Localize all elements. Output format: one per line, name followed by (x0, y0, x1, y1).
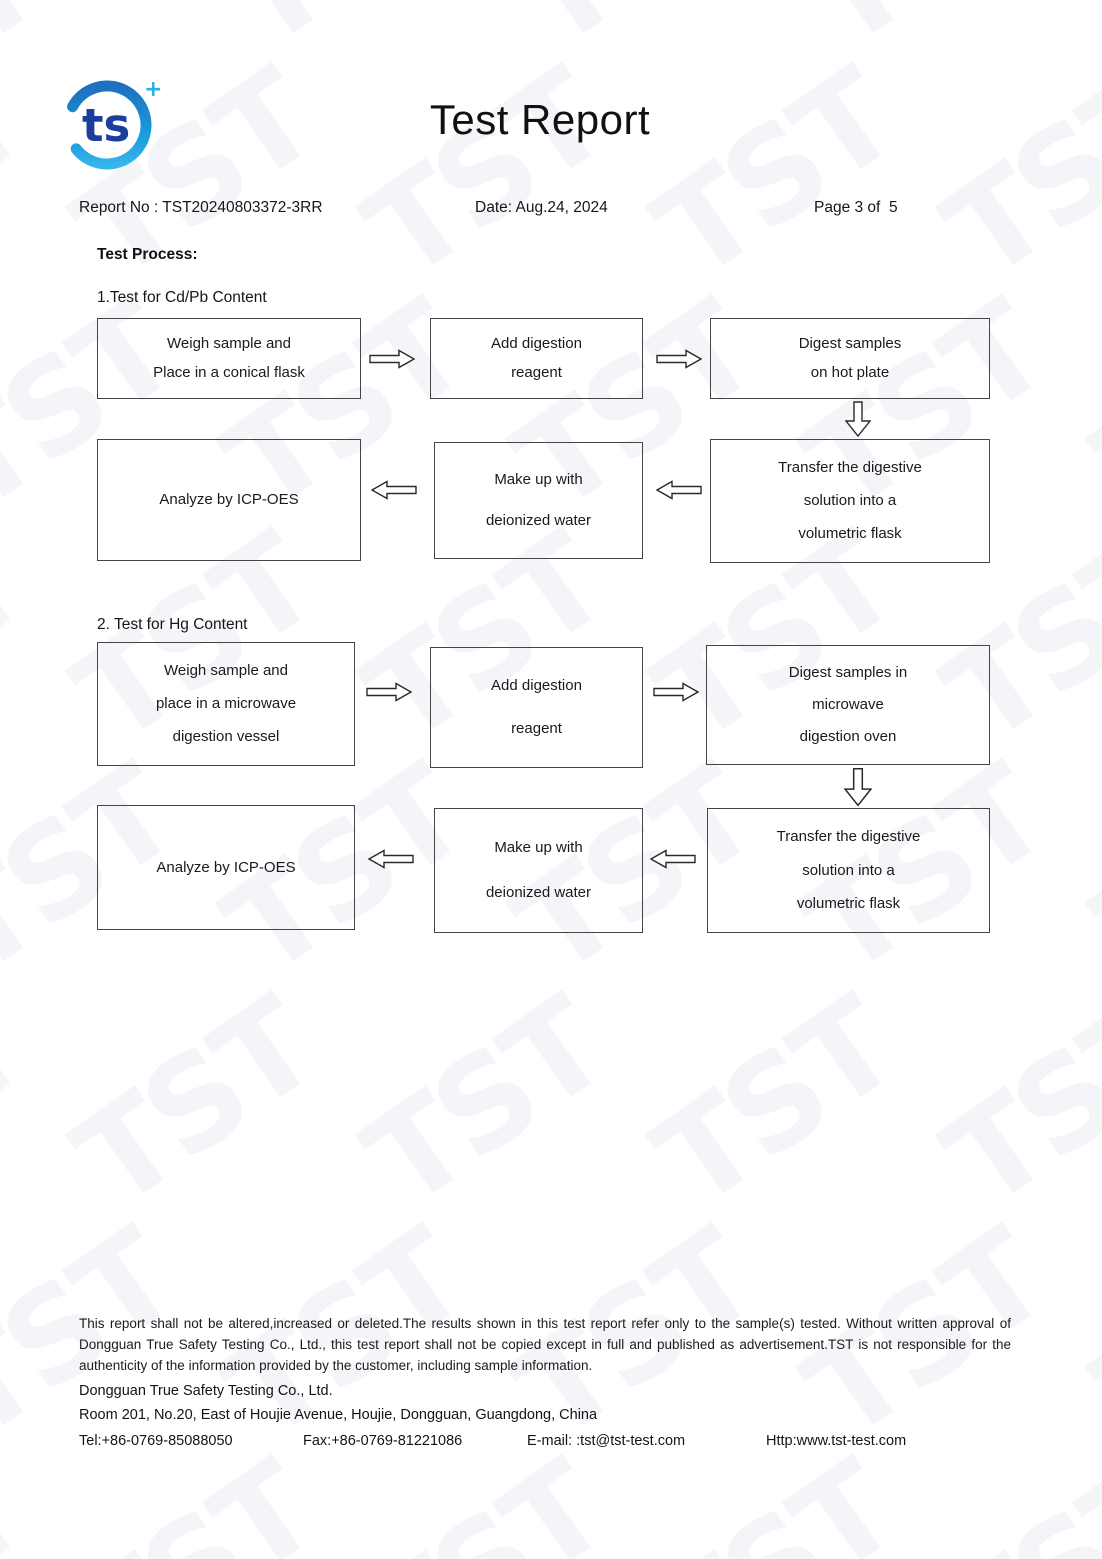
logo-mark-text: ts (82, 99, 130, 152)
arrow-down-icon (844, 767, 872, 807)
page-title: Test Report (429, 96, 651, 143)
report-number: Report No : TST20240803372-3RR (79, 199, 323, 216)
flow1-box-weigh-sample: Weigh sample and Place in a conical flas… (97, 318, 361, 399)
flow-box-line: Place in a conical flask (153, 364, 305, 382)
flow-box-line: reagent (511, 720, 562, 737)
company-email: E-mail: :tst@tst-test.com (527, 1433, 686, 1449)
flow-box-line: Analyze by ICP-OES (156, 858, 296, 876)
arrow-down-icon (845, 401, 871, 437)
flow-box-line: Digest samples (798, 334, 902, 352)
company-tel: Tel:+86-0769-85088050 (79, 1433, 233, 1449)
flow-box-line: reagent (511, 364, 562, 382)
flow-box-line: Digest samples in (788, 664, 908, 681)
company-address: Room 201, No.20, East of Houjie Avenue, … (79, 1407, 598, 1423)
flow-box-line: Make up with (494, 839, 583, 857)
flow-box-line: Transfer the digestive (776, 828, 921, 846)
flow1-title: 1.Test for Cd/Pb Content (97, 289, 267, 306)
flow-box-line: Add digestion (491, 334, 582, 352)
company-name: Dongguan True Safety Testing Co., Ltd. (79, 1383, 333, 1399)
flow2-box-digest-microwave: Digest samples in microwave digestion ov… (706, 645, 990, 765)
flow-box-line: volumetric flask (796, 894, 901, 912)
flow2-box-weigh-sample: Weigh sample and place in a microwave di… (97, 642, 355, 766)
page-indicator: Page 3 of 5 (814, 199, 898, 216)
tst-logo-icon: ts + (62, 77, 162, 170)
flow-box-line: deionized water (485, 883, 592, 901)
flow-box-line: volumetric flask (798, 525, 902, 542)
flow-box-line: Analyze by ICP-OES (159, 491, 299, 508)
arrow-left-icon (371, 480, 417, 500)
flow-box-line: Weigh sample and (167, 334, 291, 352)
arrow-right-icon (653, 682, 699, 702)
arrow-right-icon (366, 682, 412, 702)
flow-box-line: solution into a (802, 861, 895, 879)
disclaimer-text: This report shall not be altered,increas… (79, 1316, 1011, 1373)
arrow-left-icon (368, 849, 414, 869)
arrow-right-icon (656, 349, 702, 369)
flow1-box-analyze-icp-oes: Analyze by ICP-OES (97, 439, 361, 561)
flow-box-line: Make up with (494, 470, 583, 488)
flow1-box-make-up-water: Make up with deionized water (434, 442, 643, 559)
flow2-box-add-reagent: Add digestion reagent (430, 647, 643, 768)
arrow-left-icon (650, 849, 696, 869)
logo-plus-text: + (144, 77, 162, 102)
flow-box-line: digestion vessel (172, 728, 280, 745)
flow-box-line: Transfer the digestive (778, 459, 922, 476)
test-process-heading: Test Process: (97, 246, 198, 263)
flow-box-line: Add digestion (491, 677, 582, 694)
flow-box-line: on hot plate (810, 364, 890, 382)
flow-box-line: solution into a (803, 492, 897, 509)
flow1-box-digest-hotplate: Digest samples on hot plate (710, 318, 990, 399)
report-date: Date: Aug.24, 2024 (475, 199, 608, 216)
company-website: Http:www.tst-test.com (766, 1433, 907, 1449)
flow-box-line: digestion oven (799, 728, 897, 745)
flow-box-line: deionized water (485, 512, 592, 530)
flow2-title: 2. Test for Hg Content (97, 616, 248, 633)
flow1-box-transfer-solution: Transfer the digestive solution into a v… (710, 439, 990, 563)
flow2-box-transfer-solution: Transfer the digestive solution into a v… (707, 808, 990, 933)
flow-box-line: microwave (812, 696, 884, 713)
company-fax: Fax:+86-0769-81221086 (303, 1433, 463, 1449)
arrow-right-icon (369, 349, 415, 369)
flow1-box-add-reagent: Add digestion reagent (430, 318, 643, 399)
flow2-box-make-up-water: Make up with deionized water (434, 808, 643, 933)
flow-box-line: place in a microwave (155, 695, 297, 712)
flow2-box-analyze-icp-oes: Analyze by ICP-OES (97, 805, 355, 930)
flow-box-line: Weigh sample and (164, 662, 288, 679)
arrow-left-icon (656, 480, 702, 500)
